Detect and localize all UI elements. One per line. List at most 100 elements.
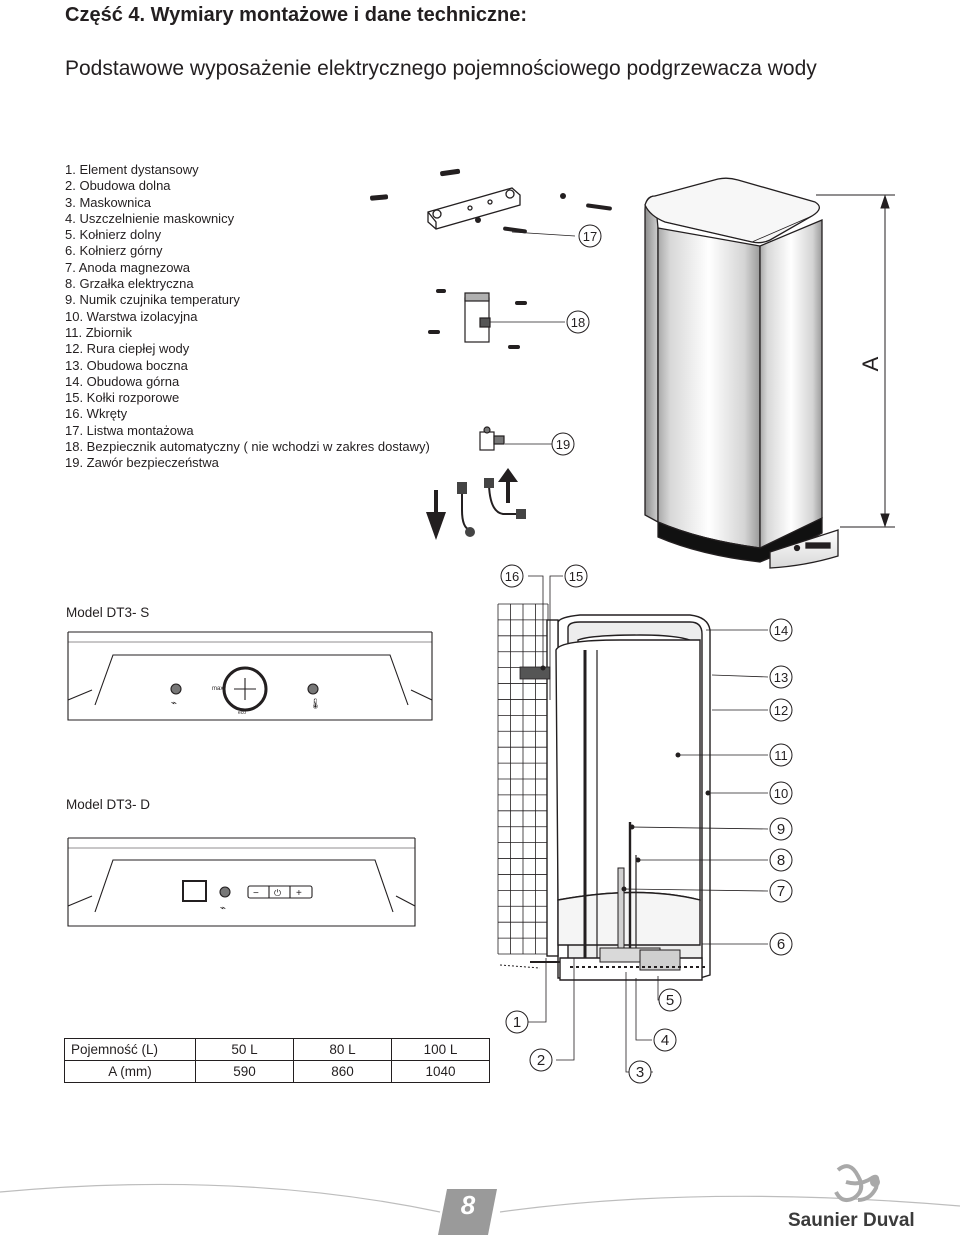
knob-eco-label: eco xyxy=(238,710,246,716)
table-cell: 100 L xyxy=(391,1038,490,1061)
parts-list-item: 3. Maskownica xyxy=(65,194,151,210)
callout-badge-7: 7 xyxy=(769,879,793,903)
flow-arrow-down-icon xyxy=(426,490,446,540)
safety-valve xyxy=(479,426,505,451)
heater-cross-section xyxy=(499,614,711,981)
callout-number: 10 xyxy=(774,786,788,801)
table-cell: 50 L xyxy=(195,1038,294,1061)
knob-max-label: max xyxy=(212,686,223,692)
screws xyxy=(370,168,612,349)
callout-number: 5 xyxy=(666,992,674,1009)
section-heading: Część 4. Wymiary montażowe i dane techni… xyxy=(65,4,527,26)
parts-list-item: 7. Anoda magnezowa xyxy=(65,259,191,275)
callout-leaders xyxy=(528,575,769,1073)
parts-list-item: 15. Kołki rozporowe xyxy=(65,390,180,406)
dimension-a-label: A xyxy=(858,356,883,371)
callout-number: 2 xyxy=(537,1052,545,1069)
parts-list-item: 10. Warstwa izolacyjna xyxy=(65,308,198,324)
callout-badge-14: 14 xyxy=(769,618,793,642)
table-cell: 80 L xyxy=(293,1038,392,1061)
heating-icon: ⌁ xyxy=(171,698,177,709)
circuit-breaker xyxy=(464,292,491,343)
parts-list-item: 12. Rura ciepłej wody xyxy=(65,341,190,357)
dimension-a xyxy=(816,194,895,528)
callout-badge-9: 9 xyxy=(769,817,793,841)
callout-number: 11 xyxy=(774,748,788,763)
model-s-label: Model DT3- S xyxy=(66,605,150,620)
table-cell: 590 xyxy=(195,1060,294,1083)
callout-number: 7 xyxy=(777,883,785,900)
parts-list-item: 8. Grzałka elektryczna xyxy=(65,276,194,292)
section-subheading: Podstawowe wyposażenie elektrycznego poj… xyxy=(65,57,817,80)
wall-tiles xyxy=(497,603,549,955)
parts-list-item: 9. Numik czujnika temperatury xyxy=(65,292,240,308)
panel-dt3-s xyxy=(67,631,433,721)
heating-icon: ⌁ xyxy=(220,903,226,914)
callout-number: 16 xyxy=(505,569,519,584)
callout-badge-6: 6 xyxy=(769,932,793,956)
parts-list: 1. Element dystansowy 2. Obudowa dolna 3… xyxy=(65,162,430,472)
callout-number: 18 xyxy=(571,315,585,330)
panel-dt3-d xyxy=(67,837,416,927)
callout-badge-1: 1 xyxy=(505,1010,529,1034)
table-cell: 1040 xyxy=(391,1060,490,1083)
callout-number: 17 xyxy=(583,229,597,244)
callout-number: 4 xyxy=(661,1032,669,1049)
parts-list-item: 6. Kołnierz górny xyxy=(65,243,163,259)
callout-badge-2: 2 xyxy=(529,1048,553,1072)
table-row: A (mm) 590 860 1040 xyxy=(64,1060,490,1083)
flow-arrow-up-icon xyxy=(498,468,518,503)
callout-number: 13 xyxy=(774,670,788,685)
hose-fittings xyxy=(457,478,526,537)
capacity-table: Pojemność (L) 50 L 80 L 100 L A (mm) 590… xyxy=(64,1038,490,1083)
callout-badge-18: 18 xyxy=(566,310,590,334)
callout-badge-4: 4 xyxy=(653,1028,677,1052)
callout-badge-17: 17 xyxy=(578,224,602,248)
page-number: 8 xyxy=(460,1190,476,1220)
minus-button[interactable]: − xyxy=(253,888,259,899)
callout-number: 6 xyxy=(777,936,785,953)
callout-badge-3: 3 xyxy=(628,1060,652,1084)
parts-list-item: 1. Element dystansowy xyxy=(65,162,199,177)
parts-list-item: 11. Zbiornik xyxy=(65,324,132,340)
callout-badge-13: 13 xyxy=(769,665,793,689)
callout-badge-15: 15 xyxy=(564,564,588,588)
parts-list-item: 2. Obudowa dolna xyxy=(65,178,171,194)
parts-list-item: 5. Kołnierz dolny xyxy=(65,227,162,243)
power-button[interactable]: ⏻ xyxy=(274,888,281,898)
plus-button[interactable]: + xyxy=(296,888,302,899)
callout-number: 15 xyxy=(569,569,583,584)
table-row: Pojemność (L) 50 L 80 L 100 L xyxy=(64,1038,490,1061)
table-cell: A (mm) xyxy=(64,1060,196,1083)
callout-badge-12: 12 xyxy=(769,698,793,722)
table-cell: Pojemność (L) xyxy=(64,1038,196,1061)
parts-list-item: 17. Listwa montażowa xyxy=(65,422,194,438)
callout-badge-16: 16 xyxy=(500,564,524,588)
thermometer-icon: 🌡 xyxy=(309,698,322,710)
callout-badge-10: 10 xyxy=(769,781,793,805)
callout-badge-19: 19 xyxy=(551,432,575,456)
brand-logo-icon xyxy=(834,1164,880,1202)
callout-number: 14 xyxy=(774,623,788,638)
callout-number: 12 xyxy=(774,703,788,718)
brand-name: Saunier Duval xyxy=(788,1210,915,1231)
water-heater-3d xyxy=(644,177,839,569)
callout-badge-5: 5 xyxy=(658,988,682,1012)
mounting-bracket xyxy=(427,187,521,230)
parts-list-item: 18. Bezpiecznik automatyczny ( nie wchod… xyxy=(65,439,430,455)
model-d-label: Model DT3- D xyxy=(66,797,151,812)
parts-list-item: 4. Uszczelnienie maskownicy xyxy=(65,210,235,226)
callout-number: 8 xyxy=(777,852,785,869)
callout-number: 9 xyxy=(777,821,785,838)
table-cell: 860 xyxy=(293,1060,392,1083)
parts-list-item: 16. Wkręty xyxy=(65,406,128,422)
callout-number: 19 xyxy=(556,437,570,452)
parts-list-item: 13. Obudowa boczna xyxy=(65,357,188,373)
callout-number: 3 xyxy=(636,1064,644,1081)
parts-list-item: 14. Obudowa górna xyxy=(65,373,180,389)
callout-badge-11: 11 xyxy=(769,743,793,767)
parts-list-item: 19. Zawór bezpieczeństwa xyxy=(65,455,219,471)
callout-badge-8: 8 xyxy=(769,848,793,872)
